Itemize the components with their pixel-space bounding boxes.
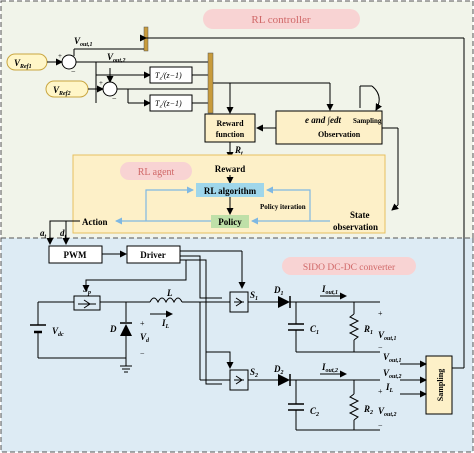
r1-resistor <box>348 313 360 341</box>
svg-text:Sampling: Sampling <box>353 117 382 125</box>
driver-block <box>126 245 181 264</box>
svg-text:Driver: Driver <box>140 250 165 260</box>
rl-algorithm-block <box>196 183 264 197</box>
svg-text:+: + <box>378 309 383 318</box>
svg-text:Reward: Reward <box>216 119 244 128</box>
samp-v1-label: Vout,1 <box>383 352 402 364</box>
converter-title-pill <box>282 257 416 275</box>
s2-label: S2 <box>250 367 258 379</box>
svg-text:Policy: Policy <box>218 217 242 227</box>
vout2-label: Vout,2 <box>378 406 397 418</box>
d-label: D <box>109 324 117 334</box>
freewheel-diode <box>120 324 132 336</box>
svg-text:+: + <box>378 387 383 396</box>
rl-agent-title: RL agent <box>138 167 175 178</box>
policy-block <box>211 215 249 228</box>
svg-text:−: − <box>378 421 383 430</box>
error-bus-bar <box>207 52 214 114</box>
c1-label: C1 <box>310 324 319 336</box>
vref1-label: VRef1 <box>14 58 32 70</box>
l-label: L <box>166 288 173 298</box>
svg-text:RL algorithm: RL algorithm <box>204 186 257 196</box>
vout1-label: Vout,1 <box>378 330 397 342</box>
svg-text:−: − <box>71 67 76 76</box>
c2-label: C2 <box>310 406 319 418</box>
reward-label: Reward <box>215 164 246 174</box>
svg-text:+: + <box>140 319 145 328</box>
svg-text:Ts/(z−1): Ts/(z−1) <box>155 99 182 110</box>
rl-agent-title-pill <box>120 162 192 180</box>
samp-v2-label: Vout,2 <box>383 368 402 380</box>
rl-controller-title-pill <box>203 9 360 29</box>
rt-label: Rt <box>234 145 243 157</box>
policy-iteration-label: Policy iteration <box>260 203 306 211</box>
svg-text:−: − <box>378 343 383 352</box>
vout1-bus-bar <box>143 26 149 52</box>
dt-label: dt <box>60 228 67 240</box>
d1-diode <box>278 296 290 308</box>
state-label-1: State <box>350 210 370 220</box>
sp-switch <box>73 295 101 311</box>
vd-label: Vd <box>140 332 150 344</box>
r1-label: R1 <box>363 324 373 336</box>
vout1-top-label: Vout,1 <box>74 36 93 48</box>
iout2-label: Iout,2 <box>321 362 338 374</box>
vout2-top-label: Vout,2 <box>107 52 126 64</box>
s1-label: S1 <box>250 290 258 302</box>
svg-text:e and ∫edt: e and ∫edt <box>305 115 341 126</box>
svg-text:Ts/(z−1): Ts/(z−1) <box>155 71 182 82</box>
svg-text:Observation: Observation <box>318 130 361 139</box>
d2-label: D2 <box>273 364 284 376</box>
reward-function-block <box>204 113 256 143</box>
sp-label: Sp <box>83 284 91 296</box>
svg-text:−: − <box>112 94 117 103</box>
svg-text:PWM: PWM <box>64 250 87 260</box>
samp-il-label: IL <box>385 382 394 394</box>
svg-text:+: + <box>99 79 103 87</box>
svg-text:function: function <box>216 130 245 139</box>
rl-controller-title: RL controller <box>251 14 310 26</box>
inductor-l <box>149 297 183 304</box>
vref2-label: VRef2 <box>53 85 71 97</box>
at-label: at <box>40 228 47 240</box>
d2-diode <box>278 374 290 386</box>
svg-text:Sampling: Sampling <box>436 369 445 401</box>
svg-text:−: − <box>140 349 145 358</box>
state-label-2: observation <box>333 222 378 232</box>
svg-text:+: + <box>58 52 62 60</box>
iout1-label: Iout,1 <box>321 284 338 296</box>
d1-label: D1 <box>273 285 284 297</box>
converter-title: SIDO DC-DC converter <box>303 263 396 273</box>
action-label: Action <box>82 217 108 227</box>
r2-label: R2 <box>363 404 373 416</box>
r2-resistor <box>348 393 360 421</box>
vdc-label: Vdc <box>52 326 64 338</box>
sampling-block <box>425 355 453 415</box>
observation-block <box>275 110 383 145</box>
il-label: IL <box>161 318 170 330</box>
